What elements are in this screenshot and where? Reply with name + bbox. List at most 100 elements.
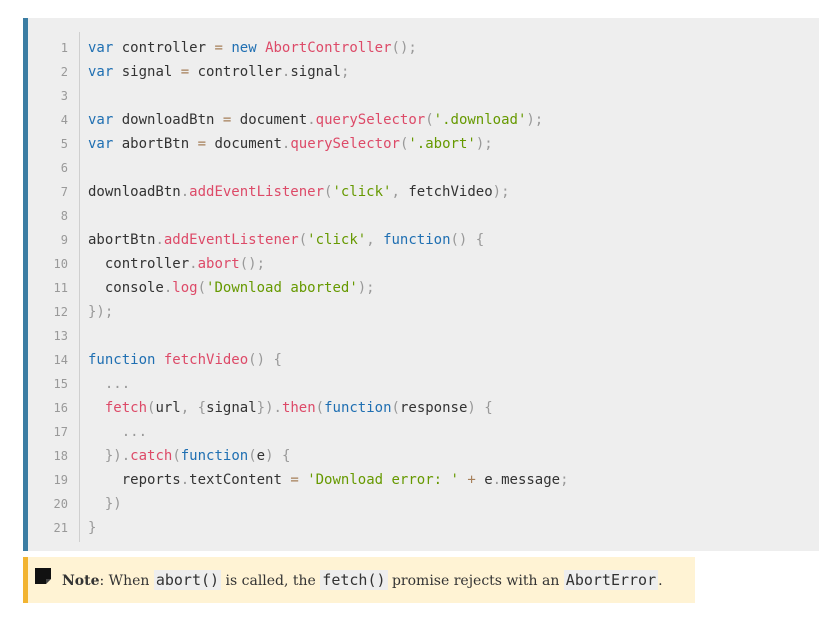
code-token: = <box>214 40 223 56</box>
inline-code-fetch: fetch() <box>320 570 388 590</box>
code-token: abortBtn <box>88 232 156 248</box>
line-number: 17 <box>53 425 68 439</box>
code-token: signal <box>121 64 173 80</box>
line-number: 1 <box>60 41 68 55</box>
code-text: }); <box>88 300 113 324</box>
code-token: message <box>501 472 561 488</box>
code-token: }) <box>88 496 122 512</box>
code-token: response <box>399 400 468 416</box>
code-token: () <box>248 352 266 368</box>
line-number: 2 <box>60 65 68 79</box>
line-number: 15 <box>53 377 68 391</box>
code-token: . <box>155 232 164 248</box>
code-token: ( <box>399 136 409 152</box>
code-token: ( <box>324 184 333 200</box>
code-token: function <box>180 448 249 464</box>
line-number: 4 <box>60 113 68 127</box>
line-number: 14 <box>53 353 68 367</box>
code-token: e <box>256 448 266 464</box>
code-text: abortBtn.addEventListener('click', funct… <box>88 228 484 252</box>
code-token: textContent <box>189 472 282 488</box>
code-token: ( <box>391 400 400 416</box>
code-text: var signal = controller.signal; <box>88 60 349 84</box>
code-token: document <box>239 112 308 128</box>
code-token: AbortController <box>265 40 392 56</box>
code-token: ); <box>492 184 510 200</box>
code-token: ) <box>467 400 476 416</box>
code-token: ); <box>475 136 493 152</box>
code-token: signal <box>290 64 341 80</box>
code-token: addEventListener <box>163 232 299 248</box>
code-token: } <box>88 520 97 536</box>
code-token: , <box>180 400 190 416</box>
code-text: function fetchVideo() { <box>88 348 282 372</box>
code-token: . <box>281 64 291 80</box>
code-text: } <box>88 516 96 540</box>
note-text-part: is called, the <box>221 573 321 589</box>
code-token: (); <box>239 256 266 272</box>
code-token: . <box>180 184 190 200</box>
code-token: ( <box>197 280 207 296</box>
inline-code-abort: abort() <box>153 570 222 590</box>
code-text: }) <box>88 492 122 516</box>
line-number: 19 <box>53 473 68 487</box>
code-token: { <box>484 400 493 416</box>
code-token: () <box>450 232 468 248</box>
line-number: 8 <box>60 209 68 223</box>
code-token: function <box>324 400 392 416</box>
code-token: var <box>88 136 114 152</box>
line-number-gutter-divider <box>79 32 80 542</box>
code-token: ( <box>172 448 181 464</box>
code-token: . <box>492 472 502 488</box>
code-token: ... <box>88 424 148 440</box>
code-token: catch <box>130 448 173 464</box>
inline-code-aborterror: AbortError <box>563 570 659 590</box>
code-token: controller <box>88 256 190 272</box>
code-token: querySelector <box>290 136 400 152</box>
code-token: abort <box>197 256 240 272</box>
code-token: var <box>88 64 114 80</box>
line-number: 5 <box>60 137 68 151</box>
code-text: controller.abort(); <box>88 252 265 276</box>
code-token: new <box>231 40 257 56</box>
code-text: reports.textContent = 'Download error: '… <box>88 468 569 492</box>
code-token: ); <box>526 112 544 128</box>
code-token: console <box>88 280 164 296</box>
line-number: 7 <box>60 185 68 199</box>
line-number: 10 <box>53 257 68 271</box>
code-token: 'Download error: ' <box>307 472 459 488</box>
code-token: addEventListener <box>189 184 325 200</box>
code-token: '.download' <box>433 112 527 128</box>
code-token: }). <box>256 400 282 416</box>
code-text: var downloadBtn = document.querySelector… <box>88 108 543 132</box>
code-token: e <box>484 472 493 488</box>
code-text: var abortBtn = document.querySelector('.… <box>88 132 493 156</box>
code-token: . <box>180 472 190 488</box>
code-token: (); <box>391 40 417 56</box>
code-token: ( <box>248 448 257 464</box>
line-number: 20 <box>53 497 68 511</box>
code-token: then <box>281 400 316 416</box>
line-number: 6 <box>60 161 68 175</box>
note-icon <box>35 568 51 584</box>
code-token: reports <box>88 472 181 488</box>
note-text: Note: When abort() is called, the fetch(… <box>62 557 663 603</box>
line-number: 21 <box>53 521 68 535</box>
code-token: ( <box>315 400 325 416</box>
code-token: ... <box>88 376 131 392</box>
code-token: . <box>163 280 173 296</box>
code-token: { <box>281 448 291 464</box>
line-number: 16 <box>53 401 68 415</box>
note-text-part: promise rejects with an <box>387 573 564 589</box>
code-token: '.abort' <box>408 136 476 152</box>
code-token: controller <box>197 64 282 80</box>
code-token: function <box>88 352 156 368</box>
code-token: = <box>197 136 207 152</box>
code-token: ; <box>560 472 569 488</box>
code-token: { <box>197 400 207 416</box>
code-token: = <box>180 64 190 80</box>
code-token: querySelector <box>315 112 426 128</box>
code-token: var <box>88 112 114 128</box>
code-text: ... <box>88 420 147 444</box>
code-token: fetch <box>88 400 148 416</box>
